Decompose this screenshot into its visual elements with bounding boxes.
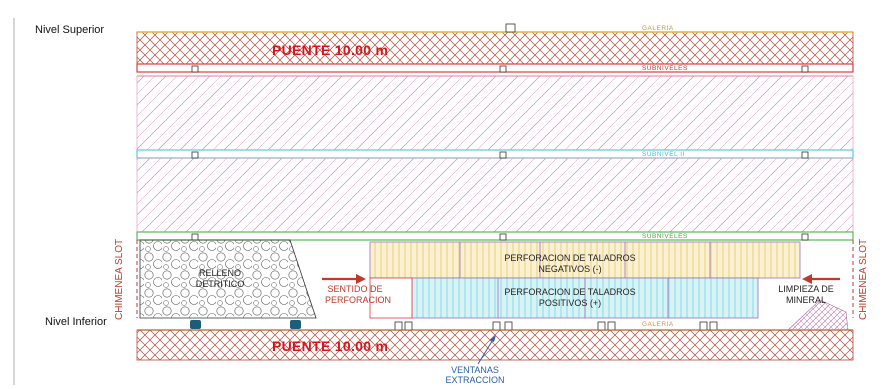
sublevel-1-label: SUBNIVELES [642, 65, 688, 72]
sublevel-3 [136, 231, 854, 241]
drill-direction-arrow [322, 274, 366, 284]
drill-direction-label: SENTIDO DE PERFORACION [325, 284, 392, 305]
left-chimney-label: CHIMENEA SLOT [114, 238, 125, 320]
positive-drilling-label: PERFORACION DE TALADROS POSITIVOS (+) [504, 287, 636, 308]
top-gallery-window [505, 23, 516, 33]
extraction-pointer [477, 337, 495, 365]
bottom-level-label: Nivel Inferior [45, 316, 107, 328]
top-bridge-label: PUENTE 10.00 m [272, 42, 389, 58]
extraction-windows-label: VENTANAS EXTRACCION [445, 365, 505, 385]
cleaning-arrow [802, 274, 840, 284]
cleaning-label: LIMPIEZA DE MINERAL [778, 284, 834, 305]
bottom-bridge [136, 329, 854, 361]
middle-stope [136, 157, 854, 233]
negative-drilling-zone [369, 241, 801, 279]
detrital-fill [139, 239, 317, 319]
sublevel-2-label: SUBNIVEL II [642, 151, 685, 158]
detrital-fill-label: RELLENO DETRITICO [195, 268, 245, 289]
top-level-label: Nivel Superior [35, 24, 105, 36]
right-chimney-label: CHIMENEA SLOT [858, 238, 869, 320]
negative-drilling-label: PERFORACION DE TALADROS NEGATIVOS (-) [504, 253, 636, 274]
sublevel-3-label: SUBNIVELES [642, 233, 688, 240]
top-bridge [136, 31, 854, 65]
bottom-bridge-label: PUENTE 10.00 m [272, 338, 389, 354]
sublevel-2 [136, 149, 854, 159]
upper-stope [136, 75, 854, 151]
sublevel-1 [136, 63, 854, 73]
bottom-gallery-label: GALERIA [642, 321, 674, 328]
top-gallery-label: GALERIA [642, 25, 674, 32]
